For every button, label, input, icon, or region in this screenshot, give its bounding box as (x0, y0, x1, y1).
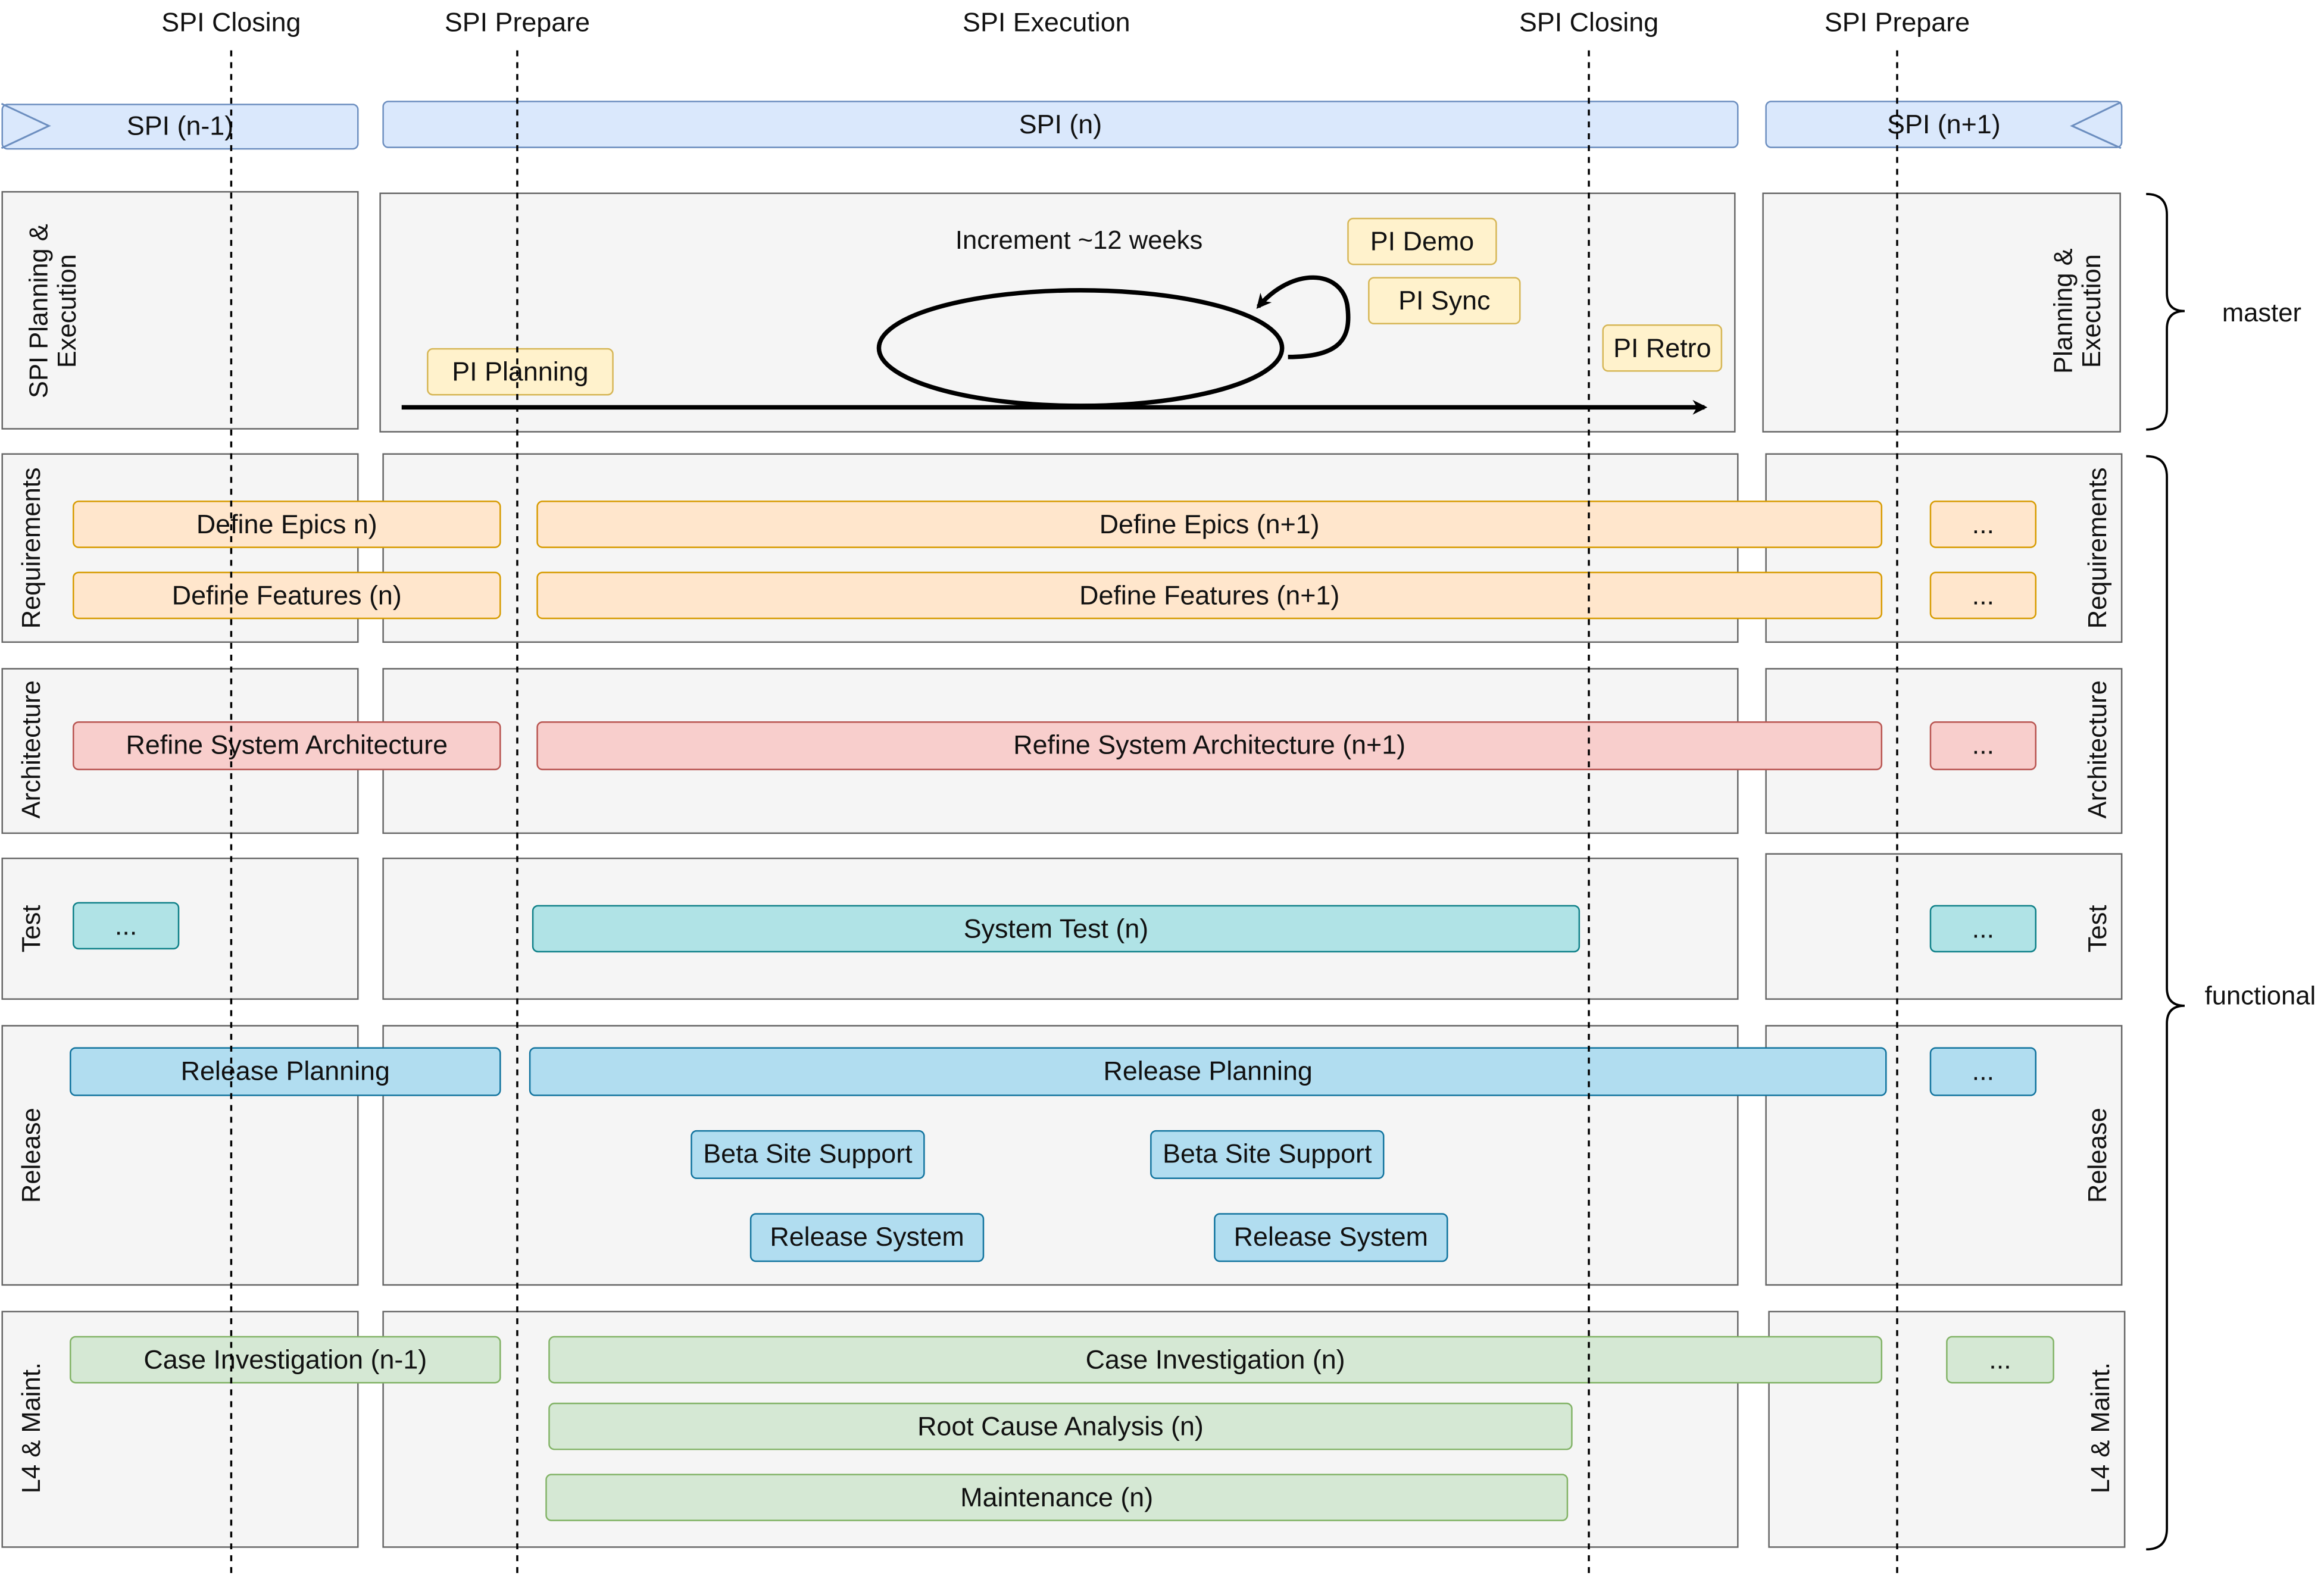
lane-planning-prev (1, 191, 359, 430)
root-cause-analysis-box: Root Cause Analysis (n) (548, 1402, 1573, 1450)
phase-label-prepare-1: SPI Prepare (444, 7, 591, 37)
banner-next-chevron-icon (2070, 101, 2122, 149)
phase-label-closing-1: SPI Closing (161, 7, 301, 37)
increment-cycle-ellipse (876, 288, 1285, 408)
functional-brace (2146, 455, 2185, 1551)
release-more-box: ... (1929, 1047, 2036, 1096)
define-features-more: ... (1929, 571, 2036, 620)
group-label-functional: functional (2204, 980, 2316, 1010)
test-prev-box: ... (73, 902, 180, 950)
release-system-1: Release System (749, 1213, 985, 1262)
increment-loop-arrow (1256, 275, 1351, 359)
pi-demo-box: PI Demo (1347, 217, 1497, 265)
define-epics-prev: Define Epics n) (73, 501, 501, 548)
case-investigation-more: ... (1946, 1336, 2054, 1384)
define-features-prev: Define Features (n) (73, 571, 501, 620)
refine-architecture-more: ... (1929, 721, 2036, 771)
banner-spi-current: SPI (n) (382, 101, 1739, 148)
release-system-2: Release System (1214, 1213, 1448, 1262)
case-investigation-prev: Case Investigation (n-1) (70, 1336, 501, 1384)
banner-spi-current-label: SPI (n) (1019, 108, 1102, 139)
define-epics-next: Define Epics (n+1) (536, 501, 1883, 548)
pi-planning-box: PI Planning (427, 348, 614, 396)
banner-spi-next-label: SPI (n+1) (1887, 108, 2001, 139)
release-planning-current: Release Planning (529, 1047, 1887, 1096)
define-epics-more: ... (1929, 501, 2036, 548)
master-brace (2146, 193, 2185, 431)
phase-label-execution: SPI Execution (963, 7, 1130, 37)
phase-boundaries (230, 50, 1898, 1573)
phase-label-prepare-2: SPI Prepare (1824, 7, 1970, 37)
banner-spi-prev: SPI (n-1) (1, 104, 359, 150)
beta-site-support-1: Beta Site Support (691, 1130, 925, 1180)
release-planning-prev: Release Planning (70, 1047, 501, 1096)
increment-label: Increment ~12 weeks (955, 224, 1203, 254)
case-investigation-current: Case Investigation (n) (548, 1336, 1883, 1384)
lane-test-prev (1, 857, 359, 1000)
banner-spi-next: SPI (n+1) (1765, 101, 2123, 148)
pi-sync-box: PI Sync (1368, 277, 1521, 325)
refine-architecture-next: Refine System Architecture (n+1) (536, 721, 1883, 771)
pi-retro-box: PI Retro (1602, 324, 1723, 372)
phase-label-closing-2: SPI Closing (1519, 7, 1659, 37)
lane-planning-next (1762, 192, 2121, 433)
beta-site-support-2: Beta Site Support (1150, 1130, 1385, 1180)
banner-prev-chevron-icon (1, 102, 51, 149)
group-label-master: master (2222, 296, 2301, 327)
define-features-next: Define Features (n+1) (536, 571, 1883, 620)
refine-architecture-prev: Refine System Architecture (73, 721, 501, 771)
system-test-box: System Test (n) (532, 905, 1580, 953)
test-more-box: ... (1929, 905, 2036, 953)
maintenance-box: Maintenance (n) (545, 1474, 1569, 1521)
banner-spi-prev-label: SPI (n-1) (126, 111, 234, 141)
